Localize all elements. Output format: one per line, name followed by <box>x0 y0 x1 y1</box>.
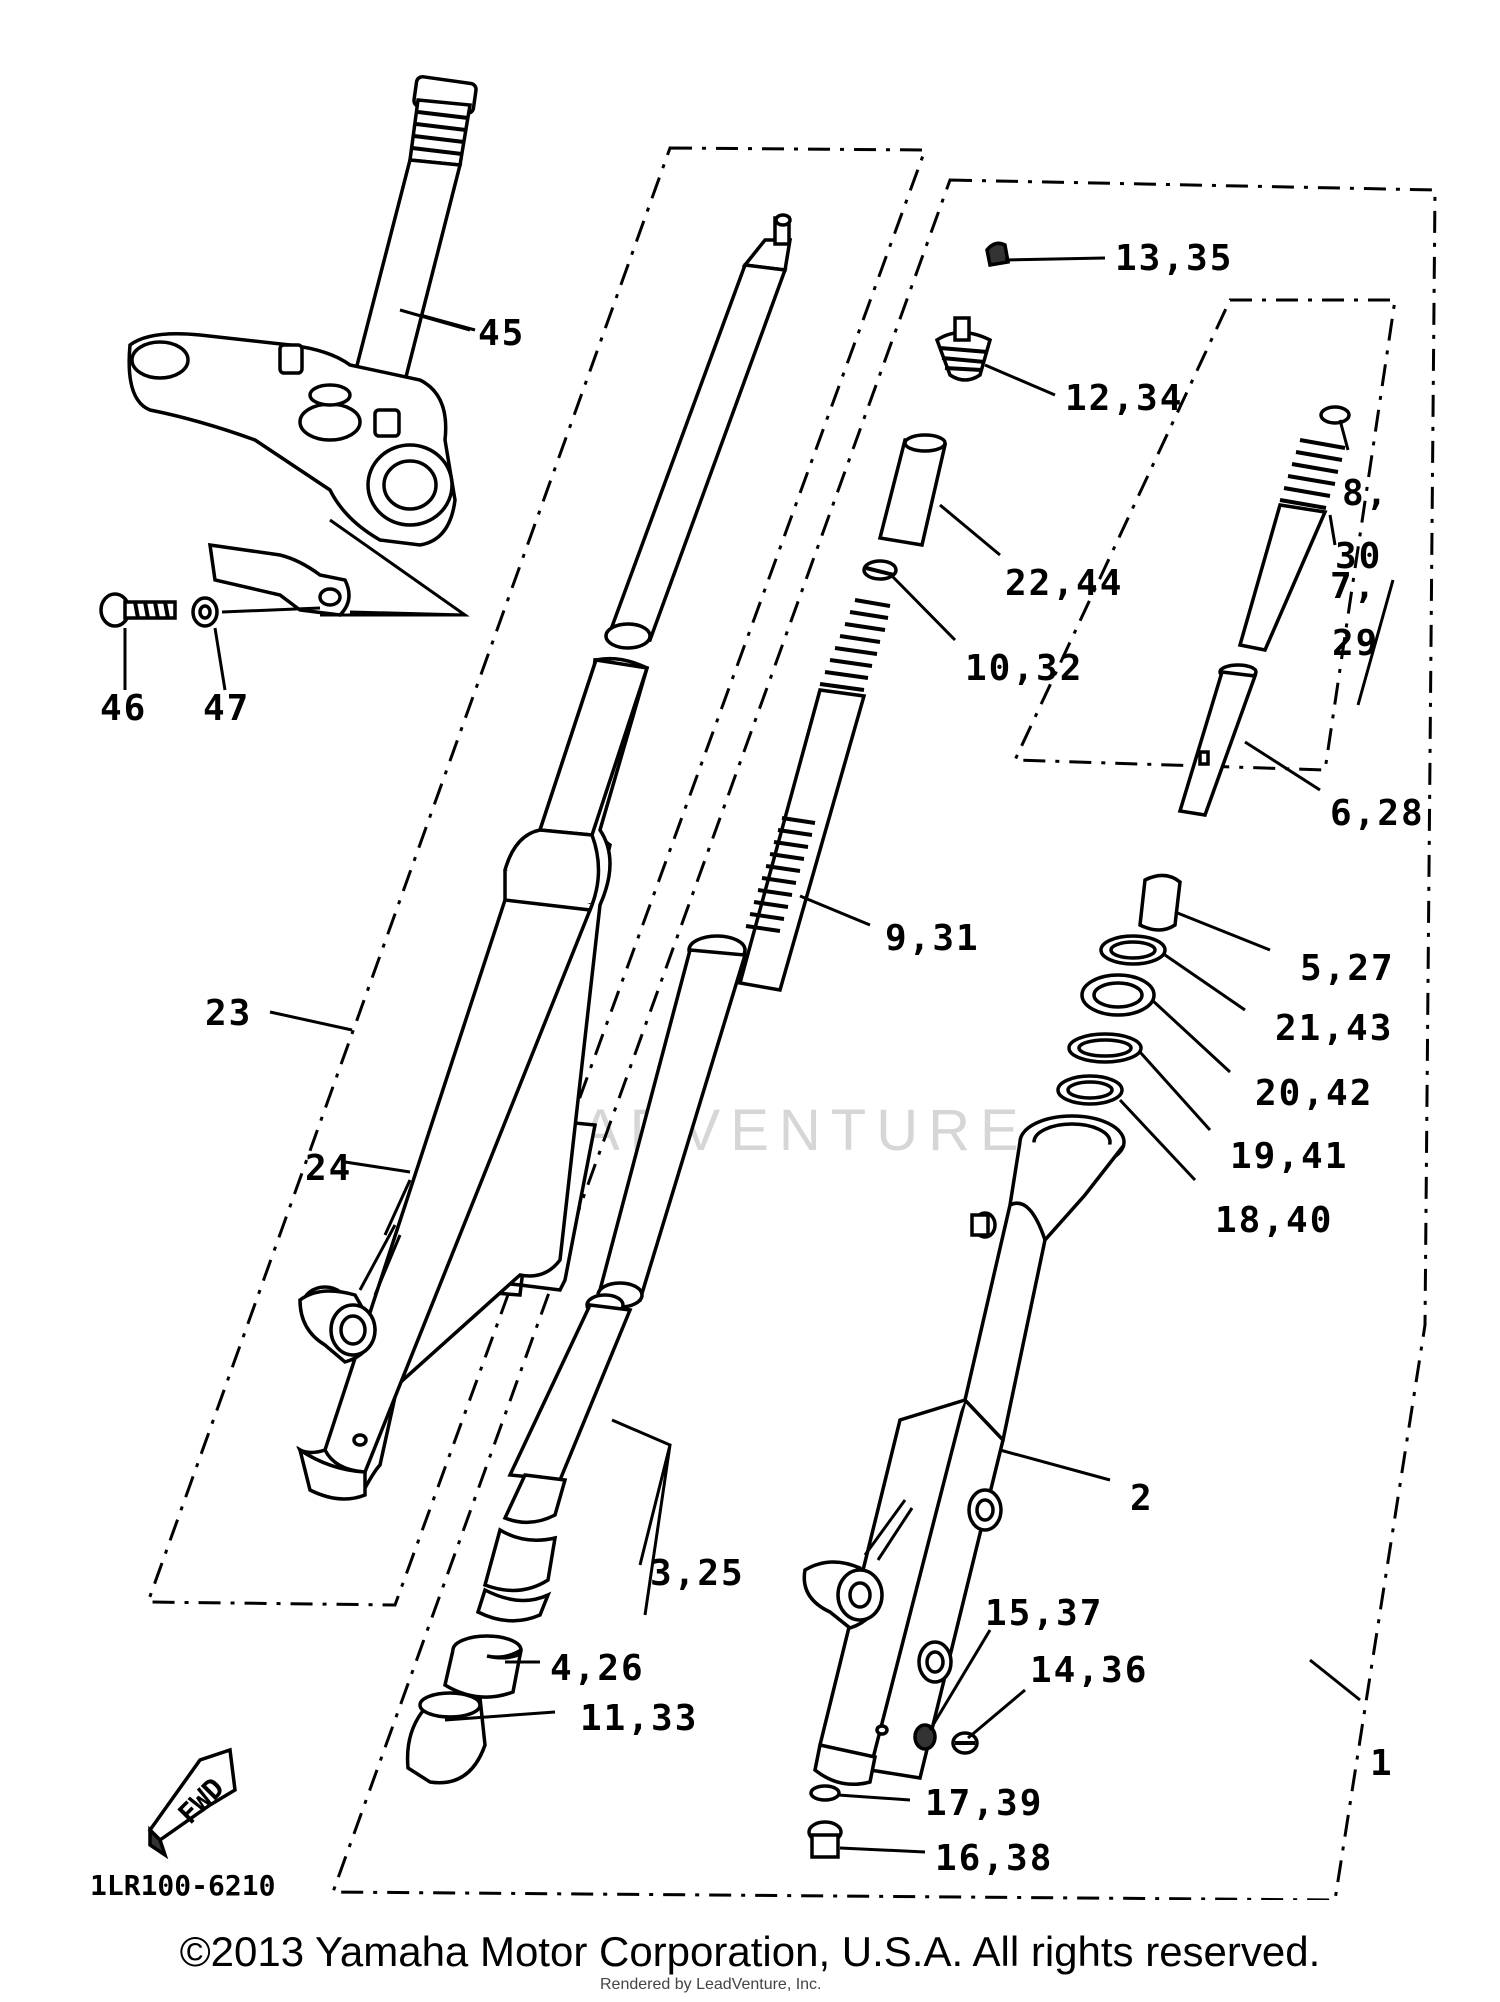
callout-47: 47 <box>203 688 250 729</box>
callout-12-34: 12,34 <box>1065 378 1183 419</box>
fwd-arrow-icon: FWD <box>147 1747 237 1860</box>
callout-13-35: 13,35 <box>1115 238 1233 279</box>
callout-21-43: 21,43 <box>1275 1008 1393 1049</box>
spacer-22 <box>877 433 948 547</box>
callout-8: 8, <box>1342 473 1389 514</box>
washer-leader <box>221 606 321 614</box>
callout-2: 2 <box>1130 1478 1154 1519</box>
callout-18-40: 18,40 <box>1215 1200 1333 1241</box>
clip-19 <box>1067 1032 1143 1064</box>
callout-17-39: 17,39 <box>925 1783 1043 1824</box>
callout-3-25: 3,25 <box>650 1553 745 1594</box>
callout-1: 1 <box>1370 1743 1394 1784</box>
gasket-17 <box>809 1784 841 1802</box>
outer-tube-group-boundary <box>330 178 1437 1900</box>
cap-bolt-12 <box>934 316 993 382</box>
callout-15-37: 15,37 <box>985 1593 1103 1634</box>
callout-16-38: 16,38 <box>935 1838 1053 1879</box>
callout-30: 30 <box>1335 536 1382 577</box>
fork-spring-upper <box>737 598 891 992</box>
oil-seal-20 <box>1080 973 1156 1017</box>
leader-lines <box>269 256 1395 1854</box>
bracket-leader <box>320 518 470 617</box>
cylinder-6 <box>1177 663 1258 817</box>
callout-19-41: 19,41 <box>1230 1136 1348 1177</box>
spring-seat-13 <box>985 241 1011 268</box>
inner-tube-upper <box>604 213 793 650</box>
callout-20-42: 20,42 <box>1255 1073 1373 1114</box>
under-bracket <box>127 332 457 547</box>
damper-rod-7 <box>1237 405 1351 652</box>
outer-tube-left <box>296 656 650 1501</box>
screw-14 <box>951 1731 979 1755</box>
callout-7: 7, <box>1330 566 1377 607</box>
callout-6-28: 6,28 <box>1330 793 1425 834</box>
oil-lock-piece-11 <box>405 1691 487 1785</box>
washer-10 <box>862 559 898 581</box>
callout-46: 46 <box>100 688 147 729</box>
bolt-15 <box>913 1723 937 1751</box>
callout-14-36: 14,36 <box>1030 1650 1148 1691</box>
callout-10-32: 10,32 <box>965 648 1083 689</box>
inner-tube-group-boundary <box>145 146 928 1607</box>
drawing-code: 1LR100-6210 <box>90 1869 275 1900</box>
washer-18 <box>1056 1074 1124 1106</box>
slide-bushing-4 <box>443 1634 523 1699</box>
copyright-notice: ©2013 Yamaha Motor Corporation, U.S.A. A… <box>179 1928 1321 1975</box>
damper-group-boundary <box>1012 298 1397 772</box>
callout-23: 23 <box>205 993 252 1034</box>
bolt-46 <box>99 592 177 628</box>
oil-lock-5 <box>1138 873 1182 932</box>
outer-tube-right <box>802 1114 1126 1786</box>
washer-47 <box>191 596 219 628</box>
callout-29: 29 <box>1332 623 1379 664</box>
inner-tube-lower <box>475 934 748 1623</box>
rebound-spring-9 <box>745 816 816 933</box>
callout-24: 24 <box>305 1148 352 1189</box>
fork-exploded-diagram: LEADVENTURE <box>90 74 1437 1900</box>
callout-9-31: 9,31 <box>885 918 980 959</box>
callout-5-27: 5,27 <box>1300 948 1395 989</box>
callout-22-44: 22,44 <box>1005 563 1123 604</box>
callout-45: 45 <box>478 313 525 354</box>
bolt-16 <box>807 1820 843 1859</box>
callout-4-26: 4,26 <box>550 1648 645 1689</box>
callout-11-33: 11,33 <box>580 1698 698 1739</box>
cable-guide <box>207 542 351 617</box>
rendered-by-notice: Rendered by LeadVenture, Inc. <box>600 1976 822 1993</box>
bushing-leader <box>611 1418 672 1616</box>
dust-seal-21 <box>1099 934 1167 966</box>
